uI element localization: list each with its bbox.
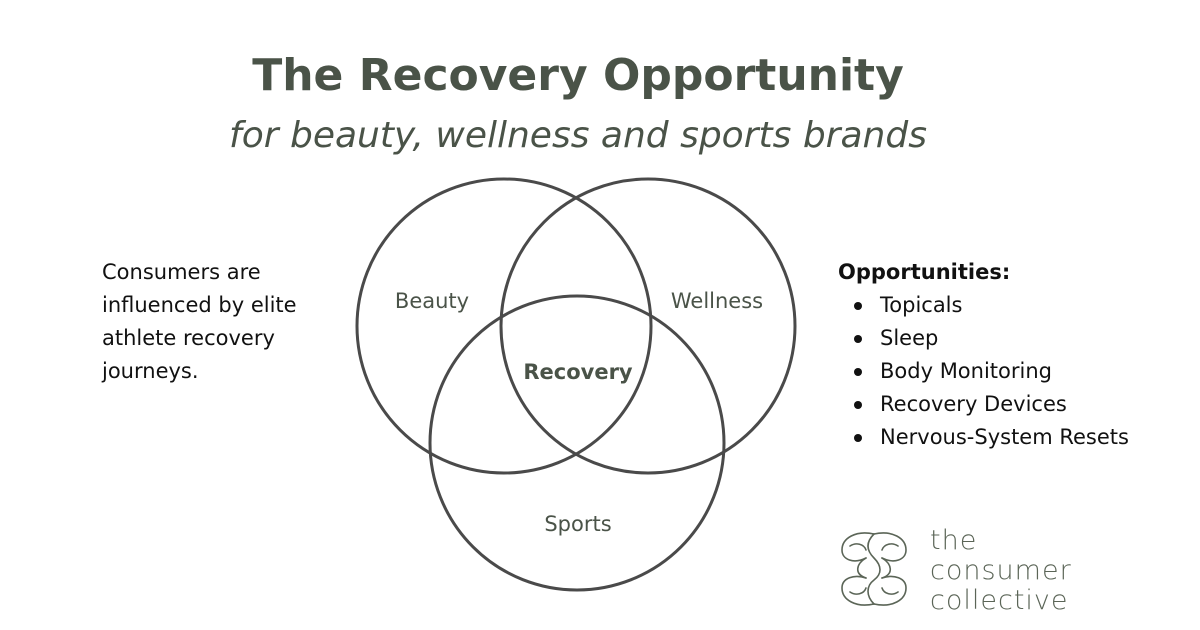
brand-line-the: the [930, 525, 978, 556]
bullet-icon [854, 302, 862, 310]
list-item: Recovery Devices [838, 388, 1188, 421]
venn-label-wellness: Wellness [671, 289, 763, 313]
list-item-label: Topicals [880, 293, 963, 317]
list-item: Body Monitoring [838, 355, 1188, 388]
page-subtitle: for beauty, wellness and sports brands [229, 115, 927, 156]
opportunities-heading: Opportunities: [838, 260, 1011, 284]
list-item: Nervous-System Resets [838, 421, 1188, 454]
venn-label-center: Recovery [523, 360, 633, 384]
list-item: Sleep [838, 322, 1188, 355]
brand-wordmark: the consumer collective [930, 526, 1170, 616]
logo-icon [841, 532, 907, 606]
bullet-icon [854, 401, 862, 409]
list-item: Topicals [838, 289, 1188, 322]
list-item-label: Body Monitoring [880, 359, 1052, 383]
venn-circle-sports [428, 294, 726, 592]
bullet-icon [854, 368, 862, 376]
brand-line-collective: collective [930, 585, 1069, 616]
venn-label-beauty: Beauty [395, 289, 469, 313]
page-title: The Recovery Opportunity [252, 50, 904, 101]
opportunities-list: Opportunities: Topicals Sleep Body Monit… [838, 256, 1188, 454]
venn-circle-beauty [355, 177, 653, 475]
bullet-icon [854, 434, 862, 442]
bullet-icon [854, 335, 862, 343]
list-item-label: Sleep [880, 326, 939, 350]
venn-circle-wellness [499, 177, 797, 475]
list-item-label: Recovery Devices [880, 392, 1067, 416]
list-item-label: Nervous-System Resets [880, 425, 1129, 449]
venn-label-sports: Sports [544, 512, 611, 536]
left-description: Consumers are influenced by elite athlet… [102, 260, 297, 383]
brand-line-consumer: consumer [930, 555, 1072, 586]
opportunities-items: Topicals Sleep Body Monitoring Recovery … [838, 289, 1188, 454]
